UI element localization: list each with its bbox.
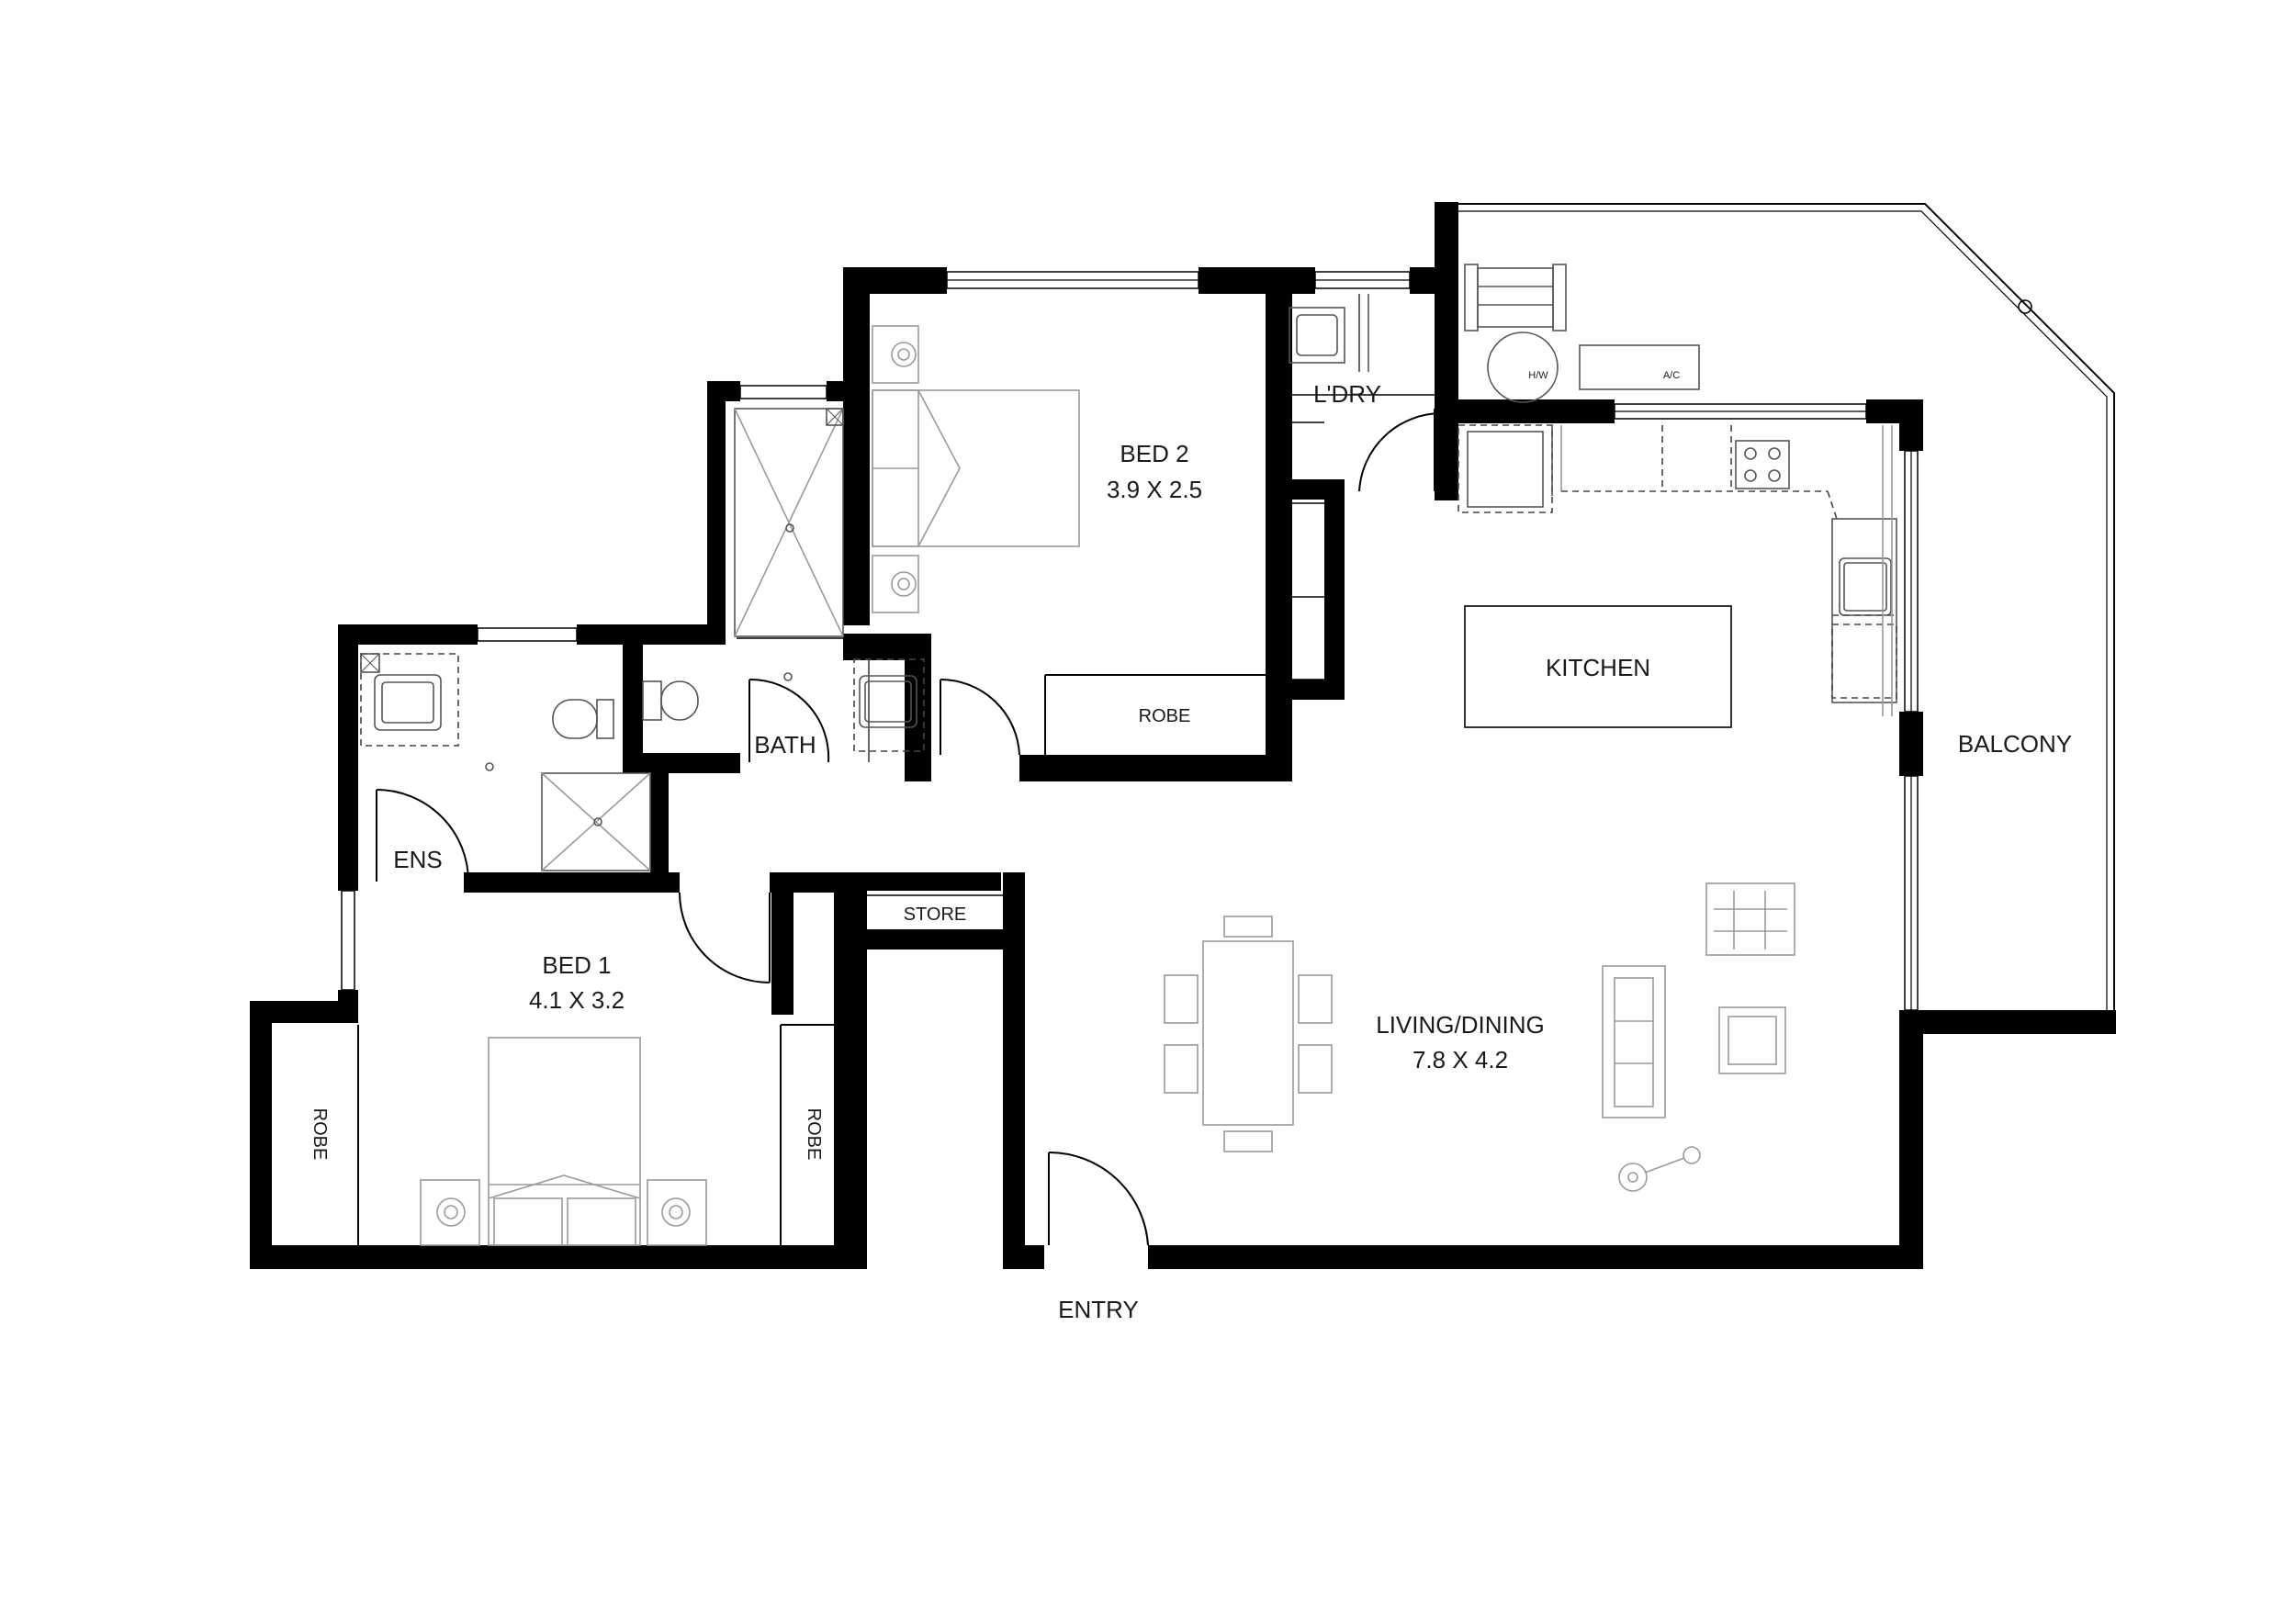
partitions <box>357 294 1435 1245</box>
laundry-label: L'DRY <box>1313 380 1381 408</box>
kitchen-label: KITCHEN <box>1546 654 1650 681</box>
bath-label: BATH <box>754 731 816 759</box>
furniture <box>360 264 1897 1246</box>
ensuite-label: ENS <box>393 846 442 873</box>
windows <box>341 271 1919 1011</box>
living-name: LIVING/DINING <box>1376 1011 1544 1039</box>
hot-water-label: H/W <box>1528 370 1548 381</box>
balcony-outline <box>1458 203 2115 1021</box>
balcony-label: BALCONY <box>1958 730 2072 758</box>
bed1-size: 4.1 X 3.2 <box>529 986 625 1014</box>
store-label: STORE <box>904 905 967 925</box>
robe-bed1-left-label: ROBE <box>310 1108 330 1161</box>
bed2-name: BED 2 <box>1120 440 1188 467</box>
doors <box>376 409 1443 1246</box>
bed2-size: 3.9 X 2.5 <box>1107 476 1202 503</box>
bed1-name: BED 1 <box>542 951 611 979</box>
entry-label: ENTRY <box>1058 1296 1139 1323</box>
living-size: 7.8 X 4.2 <box>1412 1046 1508 1073</box>
robe-bed2-label: ROBE <box>1139 706 1191 726</box>
room-labels: BED 2 3.9 X 2.5 BED 1 4.1 X 3.2 LIVING/D… <box>310 370 2072 1323</box>
air-con-label: A/C <box>1663 370 1680 381</box>
robe-bed1-right-label: ROBE <box>804 1108 824 1161</box>
walls <box>250 202 2116 1269</box>
